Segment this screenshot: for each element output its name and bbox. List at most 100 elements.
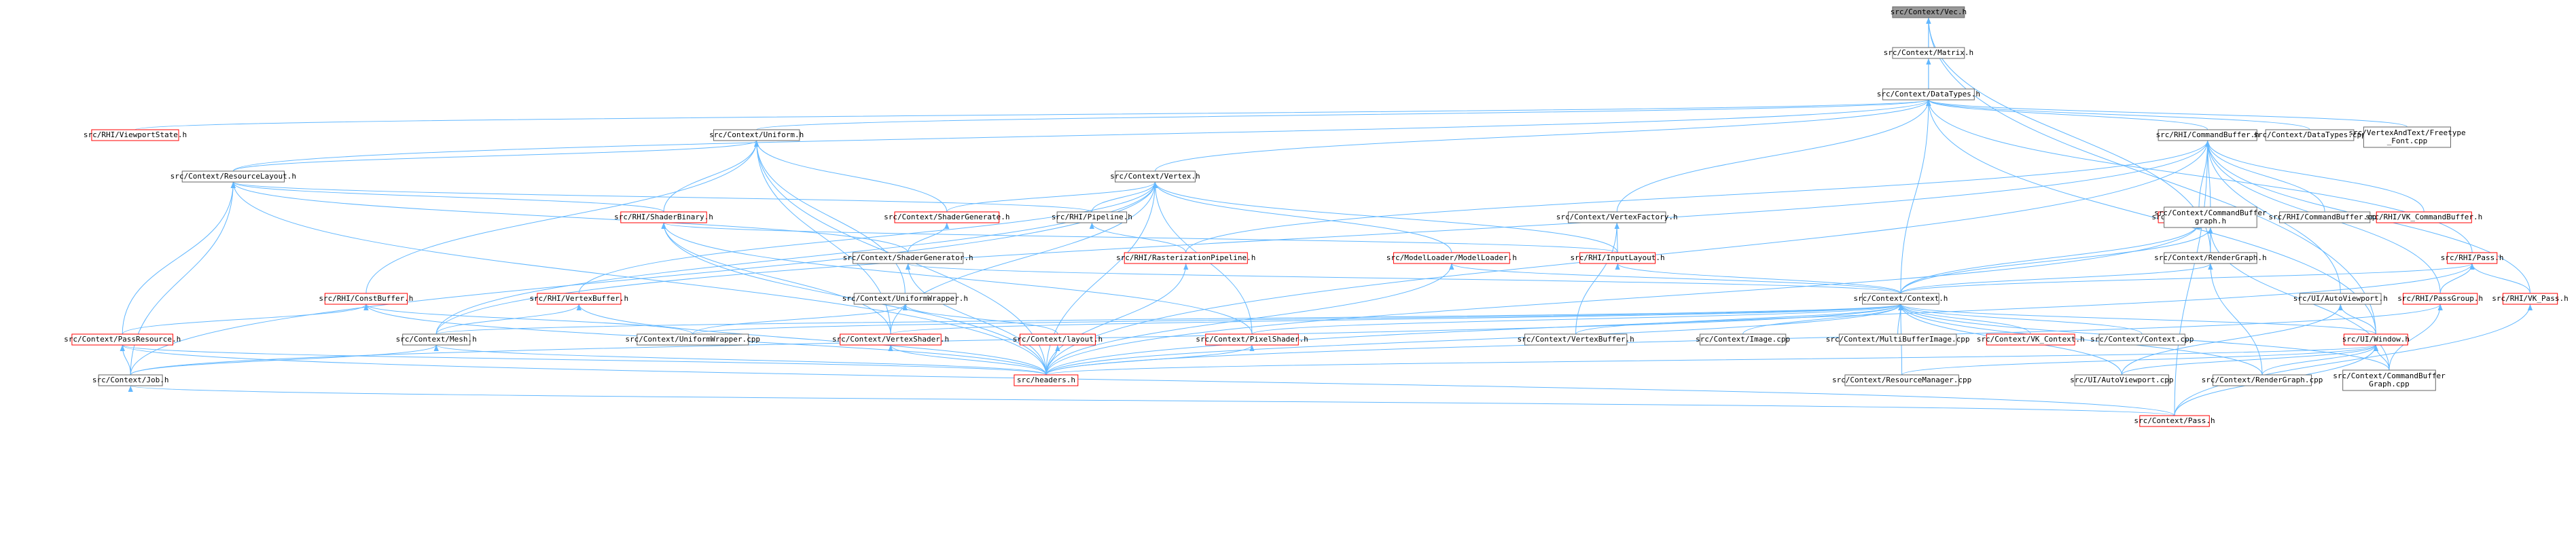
edge-vkpass-to-rhipass bbox=[2469, 263, 2530, 294]
node-rendergraphcpp[interactable]: src/Context/RenderGraph.cpp bbox=[2202, 374, 2323, 386]
edge-rendergraphcpp-to-contexth bbox=[1898, 304, 2263, 376]
node-label-vertexh: src/Context/Vertex.h bbox=[1110, 172, 1200, 181]
node-vec[interactable]: src/Context/Vec.h bbox=[1891, 6, 1967, 18]
edge-uniformwrappercpp-to-constbuffer bbox=[363, 304, 694, 335]
node-box-mesh bbox=[402, 333, 471, 346]
node-autoviewporth[interactable]: src/UI/AutoViewport.h bbox=[2293, 293, 2388, 305]
node-viewportstate[interactable]: src/RHI/ViewportState.h bbox=[84, 129, 187, 141]
node-passresource[interactable]: src/Context/PassResource.h bbox=[64, 333, 181, 346]
edge-vertexh-to-datatypes bbox=[1154, 99, 1931, 172]
node-vertexh[interactable]: src/Context/Vertex.h bbox=[1110, 170, 1200, 183]
node-vkcontext[interactable]: src/Context/VK_Context.h bbox=[1977, 333, 2085, 346]
node-layout[interactable]: src/Context/layout.h bbox=[1013, 333, 1103, 346]
node-imagecpp[interactable]: src/Context/Image.cpp bbox=[1696, 333, 1790, 346]
node-vertexfactory[interactable]: src/Context/VertexFactory.h bbox=[1556, 211, 1678, 223]
node-label-rhipass: src/RHI/Pass.h bbox=[2441, 253, 2504, 262]
edge-uiwindow-to-vec bbox=[1926, 17, 2376, 335]
node-multibuffer[interactable]: src/Context/MultiBufferImage.cpp bbox=[1826, 333, 1970, 346]
edge-shadergenerator-to-reslayout bbox=[230, 181, 909, 253]
edge-mesh-to-vertexh bbox=[435, 181, 1158, 335]
node-inputlayout[interactable]: src/RHI/InputLayout.h bbox=[1571, 252, 1665, 264]
node-box-datatypes bbox=[1882, 88, 1975, 101]
node-label-rasterpipeline: src/RHI/RasterizationPipeline.h bbox=[1116, 253, 1255, 262]
node-box-rendergraphcpp bbox=[2212, 374, 2312, 386]
edge-inputlayout-to-shaderbinary bbox=[661, 222, 1618, 253]
node-vertexbufferh[interactable]: src/Context/VertexBuffer.h bbox=[1518, 333, 1634, 346]
node-shadergenerator[interactable]: src/Context/ShaderGenerator.h bbox=[843, 252, 973, 264]
edge-job-to-reslayout bbox=[130, 181, 236, 376]
node-label-multibuffer: src/Context/MultiBufferImage.cpp bbox=[1826, 335, 1970, 344]
node-label-vec: src/Context/Vec.h bbox=[1891, 7, 1967, 16]
node-uniformwrappercpp[interactable]: src/Context/UniformWrapper.cpp bbox=[625, 333, 760, 346]
node-uniform[interactable]: src/Context/Uniform.h bbox=[709, 129, 804, 141]
edge-headers-to-uiwindow bbox=[1045, 344, 2378, 376]
edge-vertexshader-to-shaderbinary bbox=[661, 222, 891, 335]
node-label-datatypes: src/Context/DataTypes.h bbox=[1877, 90, 1980, 98]
node-pixelshader[interactable]: src/Context/PixelShader.h bbox=[1196, 333, 1308, 346]
node-box-contexth bbox=[1862, 293, 1939, 305]
node-label-constbuffer: src/RHI/ConstBuffer.h bbox=[319, 294, 413, 303]
node-datatypescpp[interactable]: src/Context/DataTypes.cpp bbox=[2253, 129, 2366, 141]
node-constbuffer[interactable]: src/RHI/ConstBuffer.h bbox=[319, 293, 413, 305]
edge-shadergenerate-to-vertexh bbox=[946, 181, 1158, 213]
node-reslayout[interactable]: src/Context/ResourceLayout.h bbox=[171, 170, 296, 183]
node-uiwindow[interactable]: src/UI/Window.h bbox=[2342, 333, 2410, 346]
edge-shaderbinary-to-uniform bbox=[663, 140, 759, 213]
node-box-uniformwrappercpp bbox=[637, 333, 749, 346]
node-label-uiwindow: src/UI/Window.h bbox=[2342, 335, 2410, 344]
node-box-inputlayout bbox=[1579, 252, 1656, 264]
node-box-vertexbuffer bbox=[537, 293, 622, 305]
node-label-layout: src/Context/layout.h bbox=[1013, 335, 1103, 344]
edge-headers-to-layout bbox=[1045, 344, 1060, 376]
node-label-mesh: src/Context/Mesh.h bbox=[396, 335, 477, 344]
node-box-vertexfactory bbox=[1568, 211, 1666, 223]
node-matrix[interactable]: src/Context/Matrix.h bbox=[1884, 47, 1973, 59]
node-vertexshader[interactable]: src/Context/VertexShader.h bbox=[832, 333, 949, 346]
edge-headers-to-shadergenerator bbox=[906, 263, 1047, 376]
node-box-uniform bbox=[713, 129, 800, 141]
edge-shadergenerate-to-uniform bbox=[754, 140, 948, 213]
node-shaderbinary[interactable]: src/RHI/ShaderBinary.h bbox=[614, 211, 713, 223]
node-cmdbufcpp[interactable]: src/RHI/CommandBuffer.cpp bbox=[2268, 211, 2381, 223]
edge-pixelshader-to-contexth bbox=[1251, 304, 1903, 335]
node-box-pipeline bbox=[1056, 211, 1128, 223]
node-box-multibuffer bbox=[1838, 333, 1957, 346]
node-vertexandtext[interactable]: src/VertexAndText/Freetype_Font.cpp bbox=[2348, 126, 2466, 148]
node-datatypes[interactable]: src/Context/DataTypes.h bbox=[1877, 88, 1980, 101]
node-box-contextcpp bbox=[2098, 333, 2185, 346]
node-box-vkcmdbuf bbox=[2376, 211, 2472, 223]
node-uniformwrapperh[interactable]: src/Context/UniformWrapper.h bbox=[842, 293, 968, 305]
node-vkcmdbuf[interactable]: src/RHI/VK_CommandBuffer.h bbox=[2365, 211, 2482, 223]
node-shadergenerate[interactable]: src/Context/ShaderGenerate.h bbox=[884, 211, 1010, 223]
node-headers[interactable]: src/headers.h bbox=[1014, 374, 1079, 386]
edge-datatypescpp-to-datatypes bbox=[1926, 99, 2310, 130]
node-cmdbuf[interactable]: src/RHI/CommandBuffer.h bbox=[2156, 129, 2259, 141]
node-passgroup[interactable]: src/RHI/PassGroup.h bbox=[2397, 293, 2483, 305]
node-pipeline[interactable]: src/RHI/Pipeline.h bbox=[1052, 211, 1132, 223]
edge-contexth-to-modelloader bbox=[1449, 263, 1901, 294]
node-mesh[interactable]: src/Context/Mesh.h bbox=[396, 333, 477, 346]
node-label-vertexbuffer: src/RHI/VertexBuffer.h bbox=[529, 294, 628, 303]
node-box-contextpass bbox=[2139, 415, 2210, 427]
node-autoviewportcpp[interactable]: src/UI/AutoViewport.cpp bbox=[2070, 374, 2173, 386]
node-modelloader[interactable]: src/ModelLoader/ModelLoader.h bbox=[1387, 252, 1517, 264]
node-resmanager[interactable]: src/Context/ResourceManager.cpp bbox=[1832, 374, 1971, 386]
node-vertexbuffer[interactable]: src/RHI/VertexBuffer.h bbox=[529, 293, 628, 305]
node-rendergraph[interactable]: src/Context/RenderGraph.h bbox=[2154, 252, 2267, 264]
node-box-vertexh bbox=[1115, 170, 1196, 183]
node-label-contextpass: src/Context/Pass.h bbox=[2134, 416, 2215, 425]
node-contexth[interactable]: src/Context/Context.h bbox=[1853, 293, 1948, 305]
node-rasterpipeline[interactable]: src/RHI/RasterizationPipeline.h bbox=[1116, 252, 1255, 264]
edge-autoviewportcpp-to-autoviewporth bbox=[2121, 304, 2343, 376]
node-contextcpp[interactable]: src/Context/Context.cpp bbox=[2090, 333, 2194, 346]
node-label-vkcontext: src/Context/VK_Context.h bbox=[1977, 335, 2085, 344]
edge-cmdbuf-to-datatypes bbox=[1926, 99, 2208, 130]
edge-autoviewporth-to-cmdbuf bbox=[2205, 140, 2341, 294]
node-contextpass[interactable]: src/Context/Pass.h bbox=[2134, 415, 2215, 427]
node-box-reslayout bbox=[181, 170, 285, 183]
node-vkpass[interactable]: src/RHI/VK_Pass.h bbox=[2492, 293, 2569, 305]
node-job[interactable]: src/Context/Job.h bbox=[92, 374, 169, 386]
node-rhipass[interactable]: src/RHI/Pass.h bbox=[2441, 252, 2504, 264]
